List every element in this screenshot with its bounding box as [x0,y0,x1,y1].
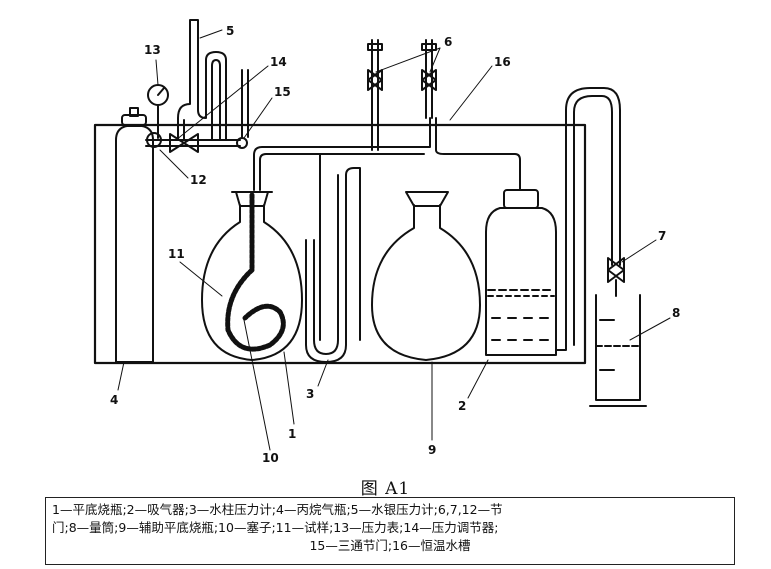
callout-1: 1 [288,427,296,441]
leader-lines [117,29,671,451]
legend-box: 1—平底烧瓶;2—吸气器;3—水柱压力计;4—丙烷气瓶;5—水银压力计;6,7,… [45,497,735,565]
graduated-cylinder [589,279,647,407]
callout-4: 4 [110,393,118,407]
figure-title: 图 A1 [360,479,411,499]
three-way-valve [236,137,248,149]
callout-7: 7 [658,229,666,243]
legend-line: 1—平底烧瓶;2—吸气器;3—水柱压力计;4—丙烷气瓶;5—水银压力计;6,7,… [52,502,503,517]
water-manometer [305,167,361,363]
callout-9: 9 [428,443,436,457]
auxiliary-flask [371,191,481,361]
sample-tube [225,192,286,352]
callout-3: 3 [306,387,314,401]
aspirator-bottle [485,189,567,356]
valves-6 [367,39,437,151]
callout-6: 6 [444,35,452,49]
legend-line: 门;8—量筒;9—辅助平底烧瓶;10—塞子;11—试样;13—压力表;14—压力… [52,520,499,535]
callout-13: 13 [144,43,161,57]
apparatus-diagram: 1 2 3 4 5 6 7 8 9 10 11 12 13 14 15 16 [93,19,680,465]
flat-bottom-flask [201,191,303,361]
water-bath [93,123,587,365]
callout-14: 14 [270,55,287,69]
callout-5: 5 [226,24,234,38]
callout-16: 16 [494,55,511,69]
callout-15: 15 [274,85,291,99]
callout-8: 8 [672,306,680,320]
valve-7 [607,257,625,283]
callout-12: 12 [190,173,207,187]
legend-line: 15—三通节门;16—恒温水槽 [309,538,471,553]
callout-11: 11 [168,247,185,261]
callout-2: 2 [458,399,466,413]
stopper [235,191,269,207]
mercury-manometer [177,19,227,141]
valve-12 [145,132,241,153]
callout-10: 10 [262,451,279,465]
callout-labels: 1 2 3 4 5 6 7 8 9 10 11 12 13 14 15 16 [110,24,680,465]
